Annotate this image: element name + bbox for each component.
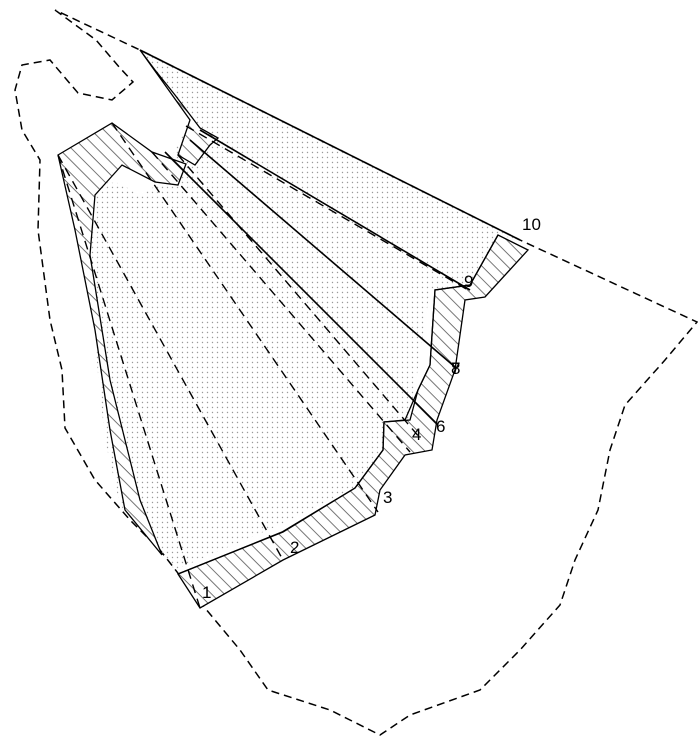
region-outline bbox=[139, 49, 521, 241]
section-line-4 bbox=[151, 151, 411, 453]
label-8: 8 bbox=[451, 359, 460, 378]
hatched-band-left bbox=[57, 122, 187, 556]
label-9: 9 bbox=[464, 272, 473, 291]
label-1: 1 bbox=[202, 583, 211, 602]
section-lines-dashed bbox=[57, 122, 469, 609]
section-line-9 bbox=[185, 125, 469, 291]
section-line-2 bbox=[57, 154, 284, 561]
label-3: 3 bbox=[383, 488, 392, 507]
section-line-3 bbox=[111, 122, 379, 513]
label-10: 10 bbox=[522, 215, 541, 234]
label-4: 4 bbox=[412, 425, 421, 444]
label-6: 6 bbox=[436, 417, 445, 436]
section-lines-solid bbox=[164, 129, 471, 426]
section-line-7 bbox=[189, 139, 456, 368]
dotted-region bbox=[88, 50, 520, 570]
label-2: 2 bbox=[290, 538, 299, 557]
section-line-5 bbox=[177, 154, 421, 439]
section-line-1 bbox=[57, 154, 201, 609]
label-7: 7 bbox=[451, 359, 460, 378]
section-line-6 bbox=[164, 151, 439, 426]
section-line-8 bbox=[199, 129, 471, 291]
